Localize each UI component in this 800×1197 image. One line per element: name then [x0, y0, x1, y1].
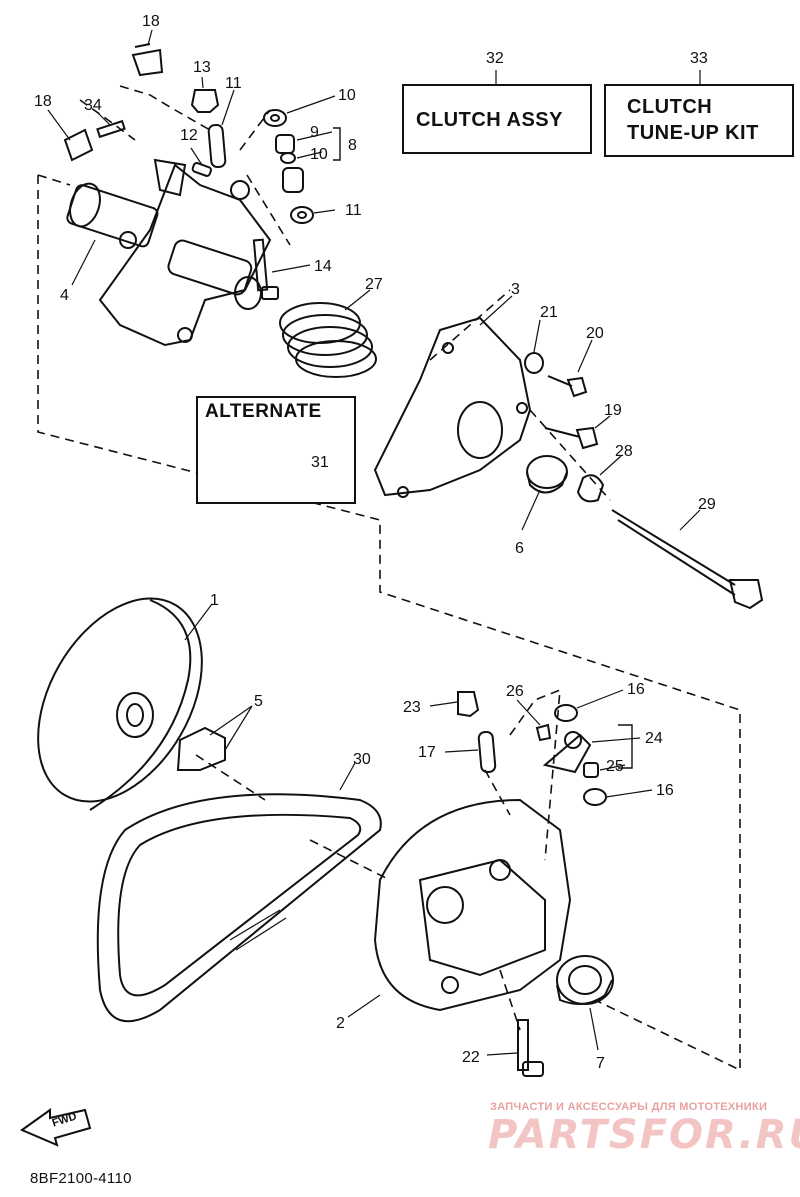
callout-5: 5 [254, 693, 263, 710]
callout-11-bottom: 11 [345, 202, 362, 219]
part-code: 8BF2100-4110 [30, 1170, 132, 1187]
part-1-sheave [37, 597, 203, 811]
callout-12: 11 [225, 75, 242, 92]
callout-26: 26 [506, 683, 524, 700]
part-22-bolt [517, 1019, 544, 1077]
callout-18-left: 18 [34, 93, 52, 110]
tune-up-kit-label-line2: TUNE-UP KIT [627, 122, 759, 144]
callout-2: 2 [336, 1015, 345, 1032]
callout-19: 19 [604, 402, 622, 419]
part-5-shoe [176, 726, 226, 771]
alternate-number: 31 [311, 454, 329, 471]
callout-22: 22 [462, 1049, 480, 1066]
callout-23: 23 [403, 699, 421, 716]
part-14-bolt [252, 238, 279, 300]
part-4-spider-hub [66, 158, 272, 347]
callout-25: 25 [606, 758, 624, 775]
part-6-bushing [526, 455, 568, 494]
callout-18-top: 18 [142, 13, 160, 30]
part-19-bolt [544, 426, 599, 450]
part-12-pin [207, 123, 227, 169]
box-leader-lines [495, 70, 701, 84]
part-7-bushing [556, 955, 614, 1005]
callout-34: 34 [84, 97, 102, 114]
part-11-washer-top [263, 109, 287, 127]
clutch-assy-number: 32 [486, 50, 504, 67]
part-15-nut [190, 89, 220, 113]
assembly-dash-lines [37, 85, 741, 1072]
part-27-spring [279, 302, 377, 378]
callout-29: 28 [615, 443, 633, 460]
callout-13: 12 [180, 127, 198, 144]
callout-21: 21 [540, 304, 558, 321]
callout-11-top: 10 [338, 87, 356, 104]
callout-27: 27 [365, 276, 383, 293]
part-18-top-clip [131, 43, 164, 77]
part-25-roller [583, 762, 599, 778]
callout-9: 9 [310, 124, 319, 141]
callout-4: 4 [60, 287, 69, 304]
callout-20: 20 [586, 325, 604, 342]
tune-up-kit-box [604, 84, 794, 157]
callout-15: 13 [193, 59, 211, 76]
part-24-weight [542, 731, 592, 774]
callout-16-top: 16 [627, 681, 645, 698]
part-18-left-clip [63, 128, 94, 162]
tune-up-kit-number: 33 [690, 50, 708, 67]
watermark-tagline: ЗАПЧАСТИ И АКСЕССУАРЫ ДЛЯ МОТОТЕХНИКИ [490, 1101, 768, 1113]
part-13-pin [191, 162, 212, 177]
part-29-collar [576, 474, 605, 503]
callout-24: 24 [645, 730, 663, 747]
callout-3: 3 [511, 281, 520, 298]
callout-6: 6 [515, 540, 524, 557]
part-17-pin [477, 730, 497, 774]
part-11-washer-bottom [290, 206, 314, 224]
callout-17: 17 [418, 744, 436, 761]
fwd-arrow-icon [19, 1108, 92, 1147]
callout-28: 29 [698, 496, 716, 513]
clutch-assy-label: CLUTCH ASSY [416, 109, 563, 131]
part-21-washer [524, 352, 544, 374]
callout-8: 8 [348, 137, 357, 154]
tune-up-kit-label-line1: CLUTCH [627, 96, 713, 118]
part-8-roller-assy [275, 134, 304, 193]
callout-7: 7 [596, 1055, 605, 1072]
part-3-cover [373, 316, 532, 498]
part-20-bolt [547, 375, 588, 398]
alternate-title: ALTERNATE [205, 401, 322, 422]
callout-1: 1 [210, 592, 219, 609]
part-30-drive-belt [96, 793, 382, 1023]
part-23-nut [457, 691, 480, 718]
clutch-assy-box [402, 84, 592, 154]
part-28-bolt [611, 509, 764, 610]
callout-30: 30 [353, 751, 371, 768]
callout-10: 10 [310, 146, 328, 163]
alternate-box [196, 396, 356, 504]
part-16-washer-top [554, 704, 578, 722]
part-26-pin [535, 723, 552, 742]
callout-14: 14 [314, 258, 332, 275]
watermark-logo: PARTSFOR.RU [488, 1112, 800, 1158]
part-2-movable-sheave [373, 798, 572, 1012]
callout-16-bottom: 16 [656, 782, 674, 799]
part-16-washer-bottom [583, 788, 607, 806]
